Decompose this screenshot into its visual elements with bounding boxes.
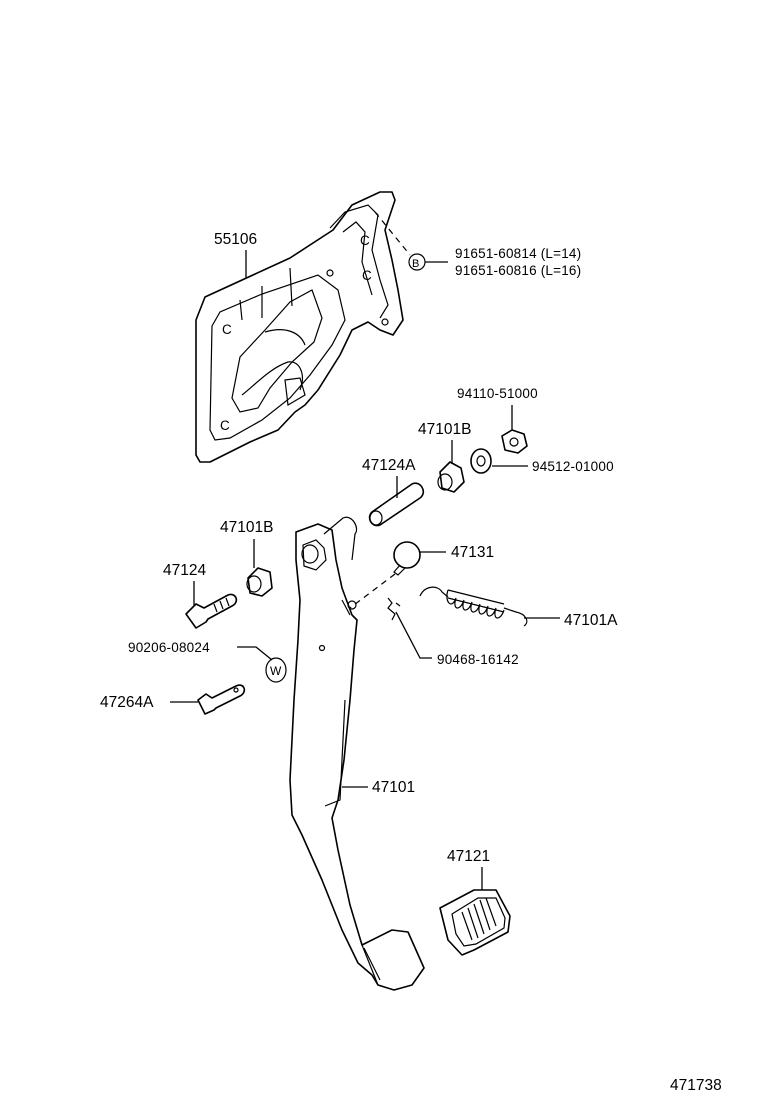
label-spring: 47101A xyxy=(564,612,618,629)
pedal-pad-part xyxy=(439,889,511,956)
washer-part xyxy=(470,448,492,474)
svg-text:C: C xyxy=(360,233,370,248)
label-shaft-bolt: 47124 xyxy=(163,562,206,579)
label-bushing-left: 47101B xyxy=(220,519,273,536)
label-clip: 90468-16142 xyxy=(437,652,519,667)
label-pin: 47264A xyxy=(100,694,154,711)
label-washer: 94512-01000 xyxy=(532,459,614,474)
label-stopper: 47131 xyxy=(451,544,494,561)
label-pedal-arm: 47101 xyxy=(372,779,415,796)
stopper-part xyxy=(393,541,421,576)
bushing-upper-part xyxy=(437,461,465,493)
label-bushing-upper: 47101B xyxy=(418,421,471,438)
shaft-bolt-part xyxy=(185,593,238,629)
washer-marker-letter: W xyxy=(270,664,282,678)
washer-left-part xyxy=(265,657,287,683)
label-washer-left: 90206-08024 xyxy=(128,640,210,655)
svg-text:C: C xyxy=(222,322,232,337)
spring-part xyxy=(419,586,528,627)
bolt-marker-letter: B xyxy=(412,258,420,270)
label-pedal-pad: 47121 xyxy=(447,848,490,865)
nut-part xyxy=(501,429,528,454)
bracket-part: C C C C xyxy=(195,191,404,463)
svg-text:C: C xyxy=(362,268,372,283)
svg-text:C: C xyxy=(220,418,230,433)
label-collar: 47124A xyxy=(362,457,416,474)
label-bolt-l16: 91651-60816 (L=16) xyxy=(455,263,581,278)
pin-part xyxy=(197,684,246,715)
collar-part xyxy=(368,482,425,527)
label-bolt-l14: 91651-60814 (L=14) xyxy=(455,246,581,261)
label-bracket: 55106 xyxy=(214,231,257,248)
label-nut: 94110-51000 xyxy=(457,386,538,401)
clip-part xyxy=(387,597,401,621)
pedal-arm-part xyxy=(289,516,425,991)
figure-number: 471738 xyxy=(670,1077,722,1094)
bushing-left-part xyxy=(246,567,273,597)
